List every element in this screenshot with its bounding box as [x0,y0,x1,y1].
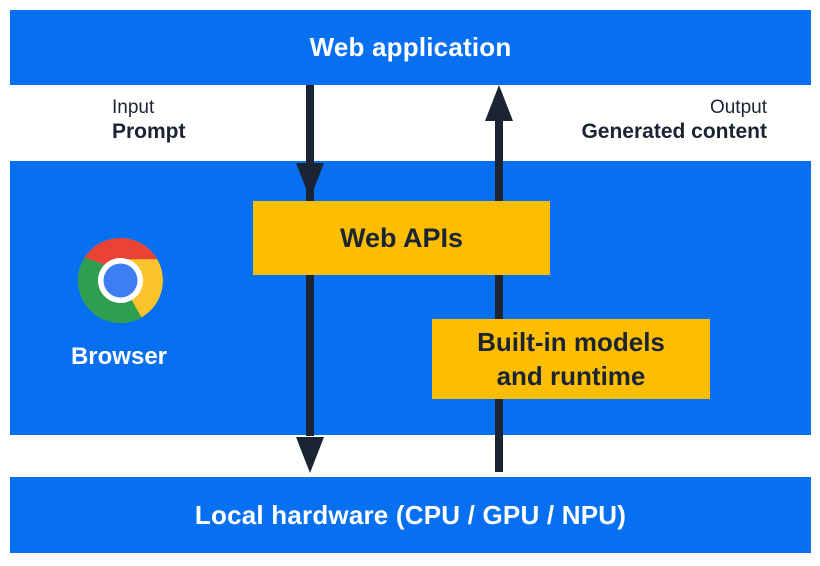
web-application-label: Web application [309,32,512,62]
input-label-group: Input Prompt [112,96,186,144]
up-arrowhead-into-web-application [485,85,513,121]
local-hardware-label: Local hardware (CPU / GPU / NPU) [194,499,627,530]
output-value: Generated content [581,120,767,143]
web-application-bar: Web application [10,10,811,85]
builtin-models-label-line1: Built-in models [477,327,665,357]
chrome-browser-icon [78,238,163,323]
up-arrow-line [495,118,503,472]
web-apis-label: Web APIs [339,222,464,253]
down-arrowhead-into-local-hardware [296,437,324,473]
input-caption: Input [112,97,155,118]
browser-label: Browser [70,343,168,370]
builtin-models-box: Built-in models and runtime [432,319,710,399]
output-label-group: Output Generated content [581,96,767,144]
local-hardware-bar: Local hardware (CPU / GPU / NPU) [10,477,811,553]
down-arrowhead-into-web-apis [296,163,324,199]
web-apis-box: Web APIs [253,201,550,275]
input-value: Prompt [112,120,186,143]
output-caption: Output [709,97,767,118]
builtin-models-label-line2: and runtime [496,361,646,391]
